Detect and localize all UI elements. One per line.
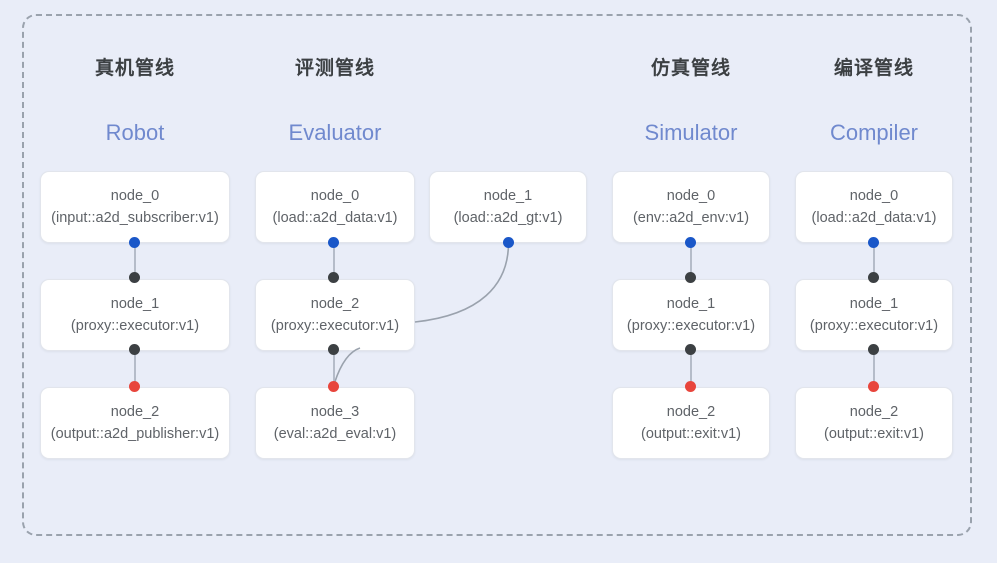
pipeline-column-evaluator: 评测管线 Evaluator — [255, 56, 415, 147]
port-input-dot-evaluator-3[interactable] — [328, 381, 339, 392]
column-title-robot: 真机管线 — [94, 58, 175, 79]
node-type: (proxy::executor:v1) — [626, 318, 756, 334]
node-card-robot-0[interactable]: node_0 (input::a2d_subscriber:v1) — [40, 171, 230, 243]
node-name: node_2 — [310, 296, 360, 312]
column-title-evaluator: 评测管线 — [294, 58, 375, 79]
port-output-dot-compiler-1[interactable] — [868, 344, 879, 355]
node-type: (input::a2d_subscriber:v1) — [51, 210, 219, 226]
node-type: (load::a2d_data:v1) — [811, 210, 937, 226]
node-type: (proxy::executor:v1) — [809, 318, 939, 334]
port-input-dot-compiler-1[interactable] — [868, 272, 879, 283]
port-output-dot-evaluator-gt[interactable] — [503, 237, 514, 248]
node-type: (eval::a2d_eval:v1) — [273, 426, 397, 442]
node-card-simulator-0[interactable]: node_0 (env::a2d_env:v1) — [612, 171, 770, 243]
port-output-dot-robot-1[interactable] — [129, 344, 140, 355]
edge-evaluator-0-2 — [333, 242, 335, 278]
edge-robot-1-2 — [134, 350, 136, 387]
edge-robot-0-1 — [134, 242, 136, 278]
pipeline-column-robot: 真机管线 Robot — [40, 56, 230, 147]
edge-compiler-0-1 — [873, 242, 875, 278]
port-output-dot-simulator-0[interactable] — [685, 237, 696, 248]
port-output-dot-simulator-1[interactable] — [685, 344, 696, 355]
pipeline-frame — [22, 14, 972, 536]
node-name: node_1 — [110, 296, 160, 312]
port-input-dot-robot-2[interactable] — [129, 381, 140, 392]
node-name: node_2 — [666, 404, 716, 420]
node-card-compiler-0[interactable]: node_0 (load::a2d_data:v1) — [795, 171, 953, 243]
column-subtitle-simulator: Simulator — [644, 120, 738, 145]
node-name: node_1 — [666, 296, 716, 312]
edge-simulator-0-1 — [690, 242, 692, 278]
column-title-simulator: 仿真管线 — [650, 58, 731, 79]
node-card-evaluator-gt[interactable]: node_1 (load::a2d_gt:v1) — [429, 171, 587, 243]
node-name: node_3 — [310, 404, 360, 420]
node-card-compiler-1[interactable]: node_1 (proxy::executor:v1) — [795, 279, 953, 351]
node-card-simulator-2[interactable]: node_2 (output::exit:v1) — [612, 387, 770, 459]
port-input-dot-simulator-2[interactable] — [685, 381, 696, 392]
edge-compiler-1-2 — [873, 350, 875, 387]
node-name: node_1 — [849, 296, 899, 312]
node-card-robot-2[interactable]: node_2 (output::a2d_publisher:v1) — [40, 387, 230, 459]
node-name: node_0 — [310, 188, 360, 204]
node-type: (output::exit:v1) — [824, 426, 924, 442]
node-name: node_0 — [110, 188, 160, 204]
column-subtitle-compiler: Compiler — [829, 120, 919, 145]
node-card-robot-1[interactable]: node_1 (proxy::executor:v1) — [40, 279, 230, 351]
node-name: node_0 — [666, 188, 716, 204]
node-type: (load::a2d_data:v1) — [272, 210, 398, 226]
port-input-dot-robot-1[interactable] — [129, 272, 140, 283]
pipeline-column-simulator: 仿真管线 Simulator — [612, 56, 770, 147]
node-type: (proxy::executor:v1) — [270, 318, 400, 334]
column-title-compiler: 编译管线 — [833, 58, 914, 79]
port-input-dot-evaluator-2[interactable] — [328, 272, 339, 283]
node-type: (load::a2d_gt:v1) — [453, 210, 563, 226]
node-card-simulator-1[interactable]: node_1 (proxy::executor:v1) — [612, 279, 770, 351]
port-input-dot-compiler-2[interactable] — [868, 381, 879, 392]
node-card-compiler-2[interactable]: node_2 (output::exit:v1) — [795, 387, 953, 459]
column-subtitle-evaluator: Evaluator — [288, 120, 382, 145]
node-card-evaluator-0[interactable]: node_0 (load::a2d_data:v1) — [255, 171, 415, 243]
column-subtitle-robot: Robot — [105, 120, 165, 145]
edge-simulator-1-2 — [690, 350, 692, 387]
port-output-dot-evaluator-2[interactable] — [328, 344, 339, 355]
node-type: (output::exit:v1) — [641, 426, 741, 442]
port-output-dot-compiler-0[interactable] — [868, 237, 879, 248]
node-card-evaluator-3[interactable]: node_3 (eval::a2d_eval:v1) — [255, 387, 415, 459]
port-input-dot-simulator-1[interactable] — [685, 272, 696, 283]
node-name: node_0 — [849, 188, 899, 204]
node-card-evaluator-2[interactable]: node_2 (proxy::executor:v1) — [255, 279, 415, 351]
port-output-dot-evaluator-0[interactable] — [328, 237, 339, 248]
node-name: node_2 — [110, 404, 160, 420]
node-name: node_2 — [849, 404, 899, 420]
pipeline-column-compiler: 编译管线 Compiler — [795, 56, 953, 147]
node-type: (proxy::executor:v1) — [70, 318, 200, 334]
port-output-dot-robot-0[interactable] — [129, 237, 140, 248]
node-type: (env::a2d_env:v1) — [632, 210, 750, 226]
node-name: node_1 — [483, 188, 533, 204]
node-type: (output::a2d_publisher:v1) — [50, 426, 220, 442]
